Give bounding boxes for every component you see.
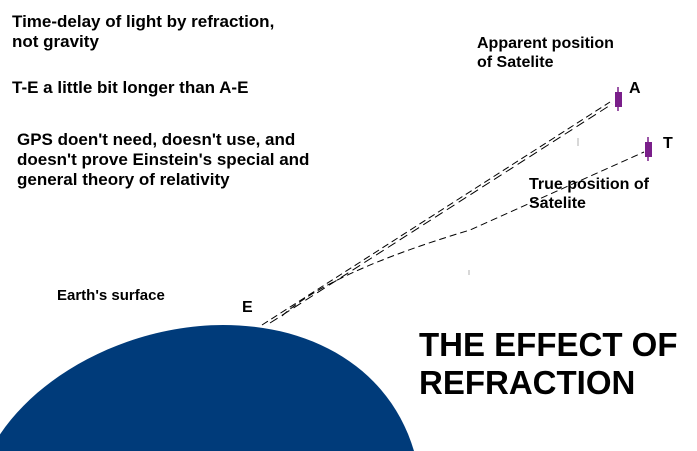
label-point-a: A [629, 80, 641, 97]
label-apparent-line-1: Apparent position [477, 35, 614, 52]
note-gps: GPS doen't need, doesn't use, and doesn'… [17, 130, 309, 190]
label-apparent-position: Apparent position of Satelite [477, 35, 614, 73]
note-title-line-2: not gravity [12, 32, 99, 52]
label-earth-surface: Earth's surface [57, 287, 165, 304]
satellite-apparent-icon [615, 87, 622, 111]
true-light-path [281, 151, 645, 317]
satellite-true-icon [645, 137, 652, 161]
label-true-position: True position of Satelite [529, 176, 649, 214]
label-true-line-1: True position of [529, 176, 649, 193]
label-apparent-line-2: of Satelite [477, 53, 554, 71]
note-gps-line-2: doesn't prove Einstein's special and [17, 150, 310, 170]
note-title: Time-delay of light by refraction, not g… [12, 12, 274, 52]
note-comparison: T-E a little bit longer than A-E [12, 78, 249, 97]
label-true-line-2: Satelite [529, 194, 586, 212]
note-title-line-1: Time-delay of light by refraction, [12, 12, 275, 31]
headline-line-1: THE EFFECT OF [419, 326, 678, 363]
label-point-t: T [663, 135, 673, 152]
note-gps-line-3: general theory of relativity [17, 170, 230, 190]
apparent-light-path-lower [269, 103, 613, 324]
note-gps-line-1: GPS doen't need, doesn't use, and [17, 130, 296, 149]
headline-line-2: REFRACTION [419, 363, 636, 401]
label-point-e: E [242, 299, 253, 316]
headline: THE EFFECT OF REFRACTION [419, 326, 678, 402]
earth-dome [0, 325, 414, 451]
apparent-light-path-upper [261, 101, 611, 326]
